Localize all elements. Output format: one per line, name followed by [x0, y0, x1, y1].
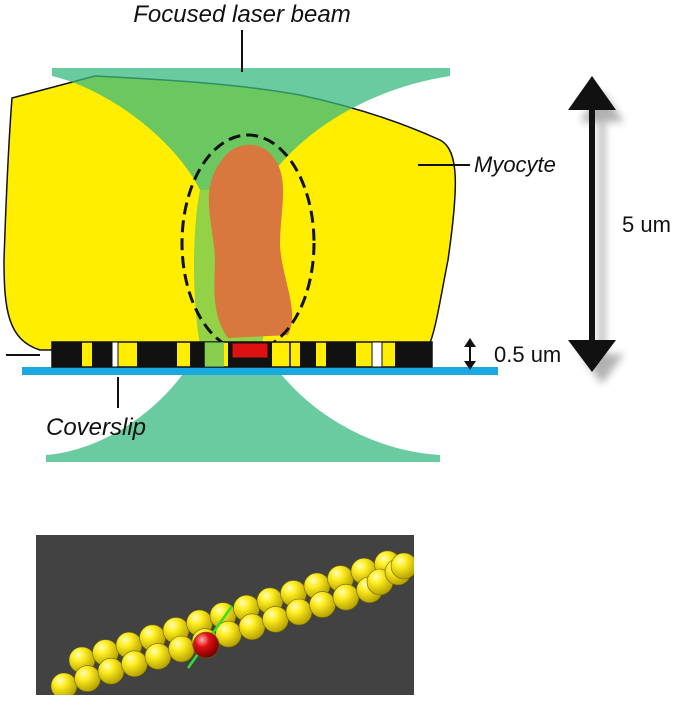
bead: [390, 552, 414, 580]
striation-band: [51, 341, 433, 368]
double-arrow-icon: [568, 76, 624, 384]
coverslip-label: Coverslip: [46, 414, 146, 441]
bead-selected: [192, 631, 220, 659]
laser-beam-upper: [52, 68, 450, 190]
beam-label: Focused laser beam: [133, 1, 350, 28]
bead-model-inset: [36, 535, 414, 695]
bead: [238, 613, 266, 641]
bead: [262, 606, 289, 633]
height-section-label: 0.5 um: [494, 342, 561, 367]
bead: [144, 643, 172, 670]
coverslip: [22, 367, 498, 375]
bead: [97, 657, 125, 685]
bead: [168, 635, 195, 663]
bead: [285, 598, 313, 626]
bead: [309, 591, 336, 618]
small-double-arrow-icon: [464, 338, 476, 370]
focal-volume: [208, 144, 293, 338]
cell-label: Myocyte: [474, 152, 556, 177]
bead: [74, 665, 101, 692]
laser-beam-lower: [46, 345, 440, 462]
bead: [121, 650, 148, 678]
bead-chain: [50, 550, 414, 695]
bead: [332, 583, 360, 611]
height-total-label: 5 um: [622, 212, 671, 237]
focal-outline: [180, 133, 316, 353]
bead: [50, 672, 78, 695]
